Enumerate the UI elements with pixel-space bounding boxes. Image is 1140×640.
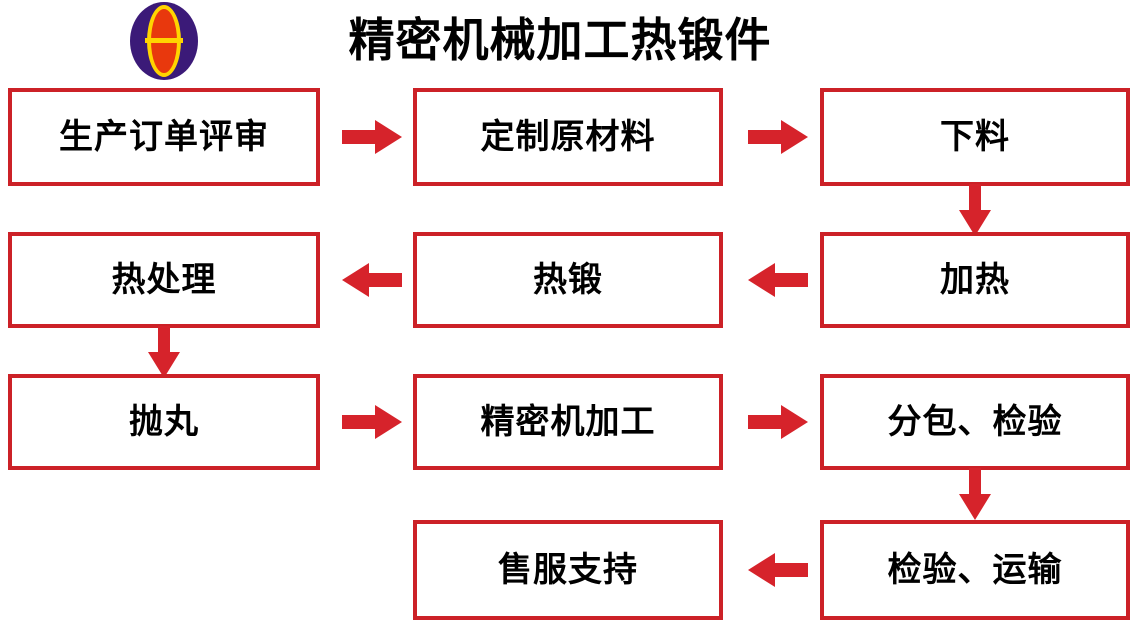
flow-node-production-order-review[interactable]: 生产订单评审 [8, 88, 320, 186]
flow-node-hot-forging[interactable]: 热锻 [413, 232, 723, 328]
page-title: 精密机械加工热锻件 [348, 13, 772, 67]
arrow-right-machining-to-subcontract-inspection [748, 403, 808, 441]
arrow-down-blanking-to-heating [957, 184, 993, 236]
flow-node-label: 精密机加工 [480, 402, 656, 442]
arrow-right-shot-blasting-to-machining [342, 403, 402, 441]
flow-node-label: 生产订单评审 [59, 117, 269, 157]
arrow-left-inspection-transport-to-after-sales [748, 551, 808, 589]
flow-node-inspection-transport[interactable]: 检验、运输 [820, 520, 1130, 620]
flow-node-shot-blasting[interactable]: 抛丸 [8, 374, 320, 470]
flow-node-label: 热锻 [533, 260, 603, 300]
flow-node-subcontract-inspection[interactable]: 分包、检验 [820, 374, 1130, 470]
arrow-down-heat-treatment-to-shot-blasting [146, 326, 182, 378]
flow-node-label: 分包、检验 [887, 402, 1063, 442]
flow-node-label: 抛丸 [129, 402, 199, 442]
flow-node-heating[interactable]: 加热 [820, 232, 1130, 328]
flow-node-label: 检验、运输 [887, 550, 1063, 590]
flow-node-blanking[interactable]: 下料 [820, 88, 1130, 186]
company-logo [130, 2, 198, 80]
flow-node-precision-machining[interactable]: 精密机加工 [413, 374, 723, 470]
arrow-right-material-to-blanking [748, 118, 808, 156]
flow-node-label: 售服支持 [498, 550, 638, 590]
flow-node-custom-raw-material[interactable]: 定制原材料 [413, 88, 723, 186]
flow-node-label: 定制原材料 [480, 117, 656, 157]
arrow-right-order-to-material [342, 118, 402, 156]
flow-node-heat-treatment[interactable]: 热处理 [8, 232, 320, 328]
arrow-left-heating-to-forging [748, 261, 808, 299]
flow-node-label: 加热 [940, 260, 1010, 300]
arrow-left-forging-to-heat-treatment [342, 261, 402, 299]
flow-node-label: 下料 [940, 117, 1010, 157]
flow-node-after-sales-support[interactable]: 售服支持 [413, 520, 723, 620]
flow-node-label: 热处理 [111, 260, 217, 300]
arrow-down-subcontract-to-inspection-transport [957, 468, 993, 520]
logo-cross-bar [145, 38, 183, 43]
